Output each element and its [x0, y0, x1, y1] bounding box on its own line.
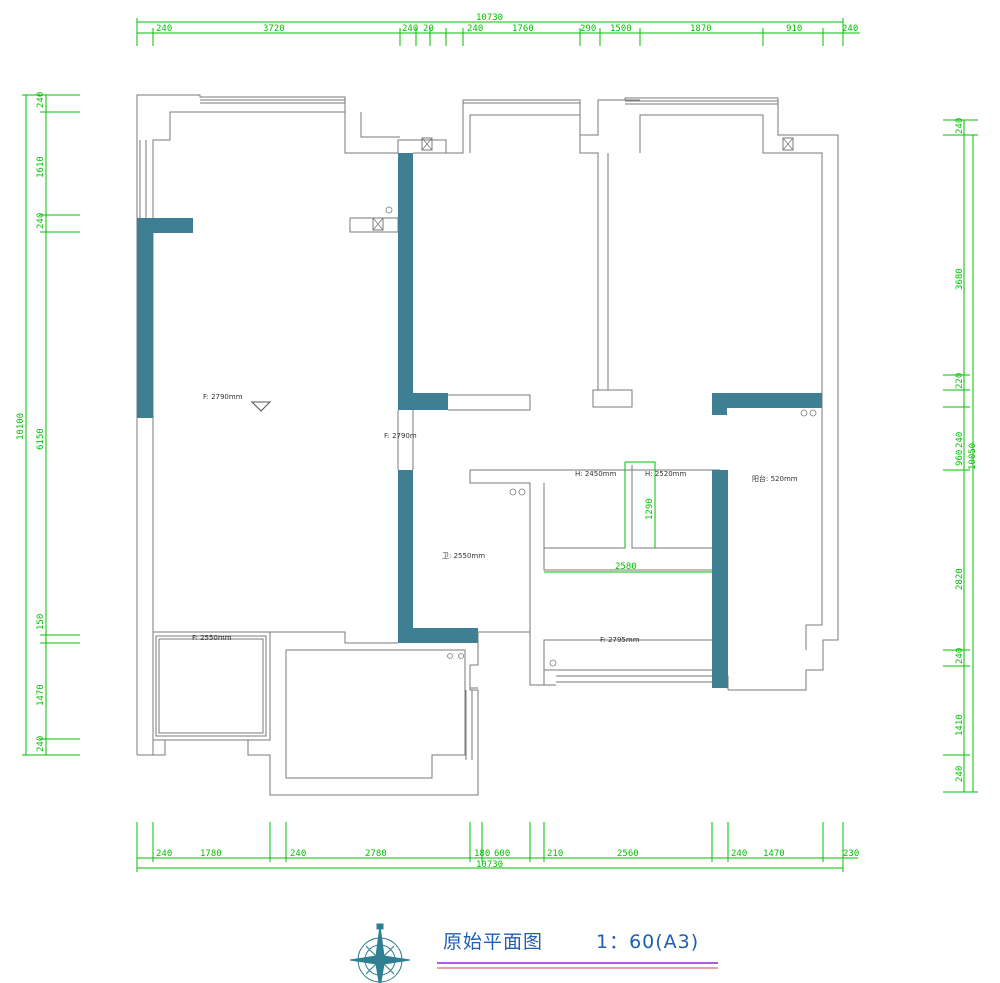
bottom-dim-6: 600 — [494, 849, 510, 859]
top-dim-7: 290 — [580, 24, 596, 34]
room-label-bath: 卫: 2550mm — [442, 552, 485, 560]
top-dim-11: 240 — [842, 24, 858, 34]
room-label-right: 阳台: 520mm — [752, 474, 798, 483]
room-label-living: F: 2790mm — [203, 393, 243, 401]
left-dim-4: 6150 — [36, 428, 46, 450]
right-dim-4: 240 — [955, 432, 965, 448]
bottom-dim-9: 240 — [731, 849, 747, 859]
drawing-title: 原始平面图 — [443, 931, 543, 953]
interior-dimensions — [544, 461, 712, 573]
top-dim-9: 1870 — [690, 24, 712, 34]
room-label-top-left: H: 2450mm — [575, 470, 616, 478]
level-marker-icon — [250, 401, 272, 412]
left-dim-3: 240 — [36, 213, 46, 229]
drawing-scale: 1：60(A3) — [596, 931, 699, 953]
right-dim-3: 220 — [955, 373, 965, 389]
top-dim-5: 240 — [467, 24, 483, 34]
left-dim-7: 240 — [36, 736, 46, 752]
bottom-dim-7: 210 — [547, 849, 563, 859]
top-dim-2: 3720 — [263, 24, 285, 34]
right-dimension-chain — [943, 119, 978, 793]
bottom-dim-1: 240 — [156, 849, 172, 859]
top-total-dimension: 10730 — [476, 13, 503, 23]
right-total-dimension: 10050 — [968, 443, 978, 470]
left-total-dimension: 10100 — [16, 413, 26, 440]
fixture-marks — [372, 137, 817, 667]
left-dimension-chain — [22, 94, 80, 756]
top-dim-8: 1500 — [610, 24, 632, 34]
left-dim-5: 150 — [36, 614, 46, 630]
room-label-corridor: F: 2790m — [384, 432, 417, 440]
bottom-dim-11: 230 — [843, 849, 859, 859]
compass-rose-icon — [349, 923, 411, 983]
bottom-total-dimension: 10730 — [476, 860, 503, 870]
bottom-dim-10: 1470 — [763, 849, 785, 859]
bottom-dim-3: 240 — [290, 849, 306, 859]
right-dim-8: 1410 — [955, 714, 965, 736]
right-dim-6: 2820 — [955, 568, 965, 590]
top-dim-10: 910 — [786, 24, 802, 34]
room-label-top-right: H: 2520mm — [645, 470, 686, 478]
right-dim-9: 240 — [955, 766, 965, 782]
wall-outlines — [136, 94, 839, 796]
bottom-dim-2: 1780 — [200, 849, 222, 859]
top-dim-3: 240 — [402, 24, 418, 34]
right-dim-1: 240 — [955, 118, 965, 134]
right-dim-7: 240 — [955, 648, 965, 664]
top-dim-4: 20 — [423, 24, 434, 34]
room-label-kitchen: F: 2795mm — [600, 636, 640, 644]
bottom-dim-5: 180 — [474, 849, 490, 859]
room-label-balcony: F: 2550mm — [192, 634, 232, 642]
left-dim-1: 240 — [36, 92, 46, 108]
bottom-dimension-chain — [136, 822, 858, 872]
left-dim-6: 1470 — [36, 684, 46, 706]
right-dim-2: 3680 — [955, 268, 965, 290]
top-dimension-chain — [136, 18, 860, 46]
left-dim-2: 1610 — [36, 156, 46, 178]
structural-walls — [137, 153, 822, 688]
top-dim-6: 1760 — [512, 24, 534, 34]
bottom-dim-8: 2560 — [617, 849, 639, 859]
bottom-dim-4: 2780 — [365, 849, 387, 859]
right-dim-5: 960 — [955, 450, 965, 466]
inner-dim-2580: 2580 — [615, 562, 637, 572]
top-dim-1: 240 — [156, 24, 172, 34]
inner-dim-1290: 1290 — [645, 498, 655, 520]
